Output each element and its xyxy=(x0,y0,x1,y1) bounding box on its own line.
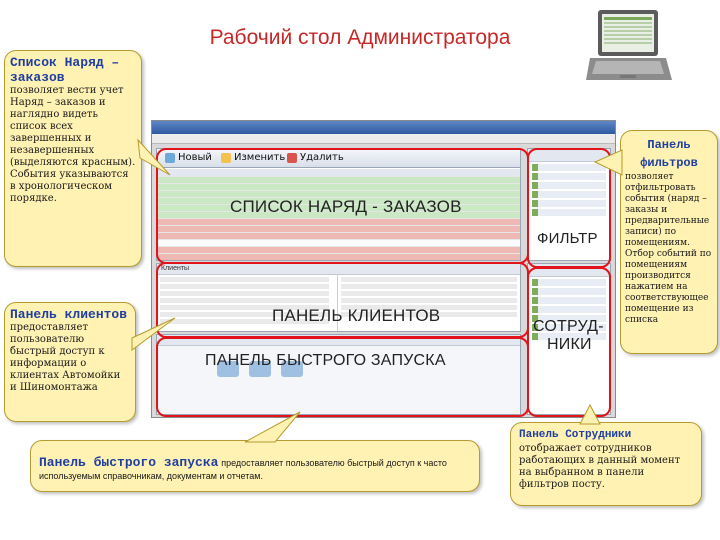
laptop-icon xyxy=(586,10,672,80)
orders-list-label: СПИСОК НАРЯД - ЗАКАЗОВ xyxy=(230,197,462,216)
list-item[interactable] xyxy=(160,291,329,296)
table-row[interactable] xyxy=(157,226,520,233)
quick-launch-icon[interactable] xyxy=(281,361,303,377)
filters-callout-heading: Панель фильтров xyxy=(640,138,698,170)
quick-launch-callout-heading: Панель быстрого запуска xyxy=(39,455,219,470)
orders-callout-heading: Список Наряд – заказов xyxy=(10,55,120,85)
filters-callout-pointer xyxy=(593,149,623,176)
filter-tree-item[interactable] xyxy=(532,164,606,171)
table-header xyxy=(157,169,520,177)
filter-tree-item[interactable] xyxy=(532,182,606,189)
table-row[interactable] xyxy=(157,198,520,205)
employee-item[interactable] xyxy=(532,306,606,313)
edit-order-button[interactable]: Изменить xyxy=(221,152,285,164)
quick-launch-callout: Панель быстрого запуска предоставляет по… xyxy=(30,440,480,492)
quick-launch-icon[interactable] xyxy=(217,361,239,377)
quick-launch-callout-text: предоставляет пользователю быстрый досту… xyxy=(39,458,447,481)
table-row[interactable] xyxy=(157,247,520,254)
table-row[interactable] xyxy=(157,177,520,184)
orders-callout-pointer xyxy=(137,138,171,176)
delete-icon xyxy=(287,153,297,163)
orders-table xyxy=(157,169,520,260)
employee-item[interactable] xyxy=(532,333,606,340)
app-menubar xyxy=(152,134,615,144)
employee-item[interactable] xyxy=(532,315,606,322)
new-order-button[interactable]: Новый xyxy=(165,152,212,164)
orders-toolbar: Новый Изменить Удалить xyxy=(157,149,520,168)
list-item[interactable] xyxy=(160,284,329,289)
employees-label-2: НИКИ xyxy=(547,336,592,353)
list-item[interactable] xyxy=(160,305,329,310)
clients-callout-pointer xyxy=(131,317,176,351)
table-row[interactable] xyxy=(157,219,520,226)
employees-callout-heading: Панель Сотрудники xyxy=(519,429,632,441)
edit-icon xyxy=(221,153,231,163)
new-icon xyxy=(165,153,175,163)
employee-item[interactable] xyxy=(532,288,606,295)
employee-item[interactable] xyxy=(532,279,606,286)
quick-launch-label: ПАНЕЛЬ БЫСТРОГО ЗАПУСКА xyxy=(205,352,446,369)
list-item[interactable] xyxy=(160,312,329,317)
orders-callout: Список Наряд – заказов позволяет вести у… xyxy=(4,50,142,267)
filter-label: ФИЛЬТР xyxy=(537,230,598,247)
clients-panel: Клиенты xyxy=(156,263,521,332)
clients-callout-text: предоставляет пользователю быстрый досту… xyxy=(10,322,121,393)
table-row[interactable] xyxy=(157,191,520,198)
table-row[interactable] xyxy=(157,184,520,191)
employees-callout: Панель Сотрудники отображает сотрудников… xyxy=(510,422,702,506)
delete-order-button[interactable]: Удалить xyxy=(287,152,344,164)
table-row[interactable] xyxy=(157,233,520,240)
quick-launch-highlight xyxy=(156,337,529,417)
app-window-screenshot: Новый Изменить Удалить xyxy=(151,120,616,418)
filter-tree-item[interactable] xyxy=(532,200,606,207)
page-title: Рабочий стол Администратора xyxy=(209,26,511,49)
list-item[interactable] xyxy=(160,298,329,303)
employees-callout-pointer xyxy=(579,403,601,425)
quick-launch-callout-pointer xyxy=(244,411,301,443)
filter-tree-item[interactable] xyxy=(532,191,606,198)
clients-callout: Панель клиентов предоставляет пользовате… xyxy=(4,302,136,422)
filter-tree-item[interactable] xyxy=(532,173,606,180)
clients-panel-label: ПАНЕЛЬ КЛИЕНТОВ xyxy=(272,306,441,325)
quick-launch-panel xyxy=(156,334,521,415)
table-row[interactable] xyxy=(157,205,520,212)
employees-label-1: СОТРУД- xyxy=(533,318,604,335)
table-row[interactable] xyxy=(157,240,520,247)
list-item[interactable] xyxy=(160,277,329,282)
clients-callout-heading: Панель клиентов xyxy=(10,307,128,322)
app-titlebar xyxy=(152,121,615,134)
orders-panel: Новый Изменить Удалить xyxy=(156,148,521,261)
employee-item[interactable] xyxy=(532,324,606,331)
table-row[interactable] xyxy=(157,212,520,219)
filters-callout: Панель фильтров позволяет отфильтровать … xyxy=(620,130,718,354)
filters-callout-text: позволяет отфильтровать события (наряд –… xyxy=(625,172,712,325)
clients-tab[interactable]: Клиенты xyxy=(157,264,520,275)
filter-tree-item[interactable] xyxy=(532,209,606,216)
employees-callout-text: отображает сотрудников работающих в данн… xyxy=(519,443,681,490)
list-item[interactable] xyxy=(160,319,329,324)
orders-callout-text: позволяет вести учет Наряд – заказов и н… xyxy=(10,85,136,204)
quick-launch-icon[interactable] xyxy=(249,361,271,377)
employee-item[interactable] xyxy=(532,297,606,304)
table-row[interactable] xyxy=(157,254,520,260)
